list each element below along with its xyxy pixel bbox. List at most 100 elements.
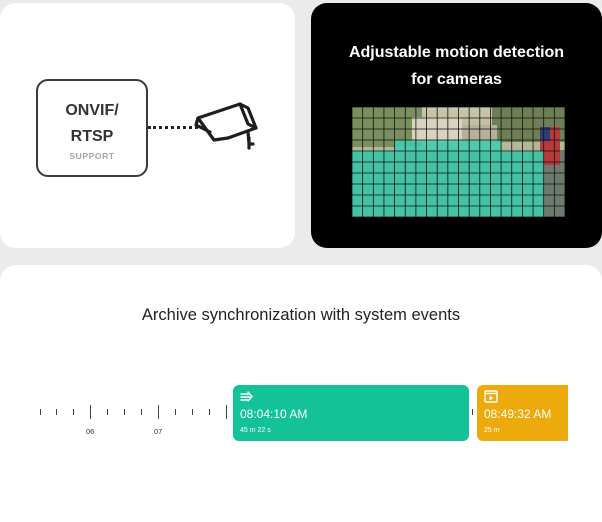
motion-grid-cell-active[interactable] <box>533 151 544 162</box>
motion-grid-cell-active[interactable] <box>426 151 438 162</box>
motion-grid-cell-active[interactable] <box>458 173 470 184</box>
motion-grid-cell-active[interactable] <box>511 162 523 173</box>
motion-grid-cell-active[interactable] <box>479 206 491 217</box>
motion-grid-cell-active[interactable] <box>490 162 502 173</box>
motion-grid-cell-active[interactable] <box>394 184 406 195</box>
event-recording-segment[interactable]: 08:49:32 AM 25 m <box>477 385 568 441</box>
motion-grid-cell-active[interactable] <box>394 195 406 206</box>
motion-grid-cell-active[interactable] <box>362 206 374 217</box>
motion-grid-cell-active[interactable] <box>479 173 491 184</box>
motion-grid-cell-active[interactable] <box>490 173 502 184</box>
motion-grid-cell-active[interactable] <box>383 173 395 184</box>
motion-grid-cell-active[interactable] <box>479 151 491 162</box>
motion-grid-cell-active[interactable] <box>458 206 470 217</box>
motion-grid-cell-active[interactable] <box>501 195 512 206</box>
motion-grid-cell-active[interactable] <box>458 184 470 195</box>
motion-grid-cell-active[interactable] <box>383 162 395 173</box>
motion-grid-cell-active[interactable] <box>469 206 480 217</box>
motion-grid-cell-active[interactable] <box>533 173 544 184</box>
motion-grid-cell-active[interactable] <box>437 151 448 162</box>
motion-grid-cell-active[interactable] <box>458 162 470 173</box>
motion-grid-cell-active[interactable] <box>415 173 427 184</box>
motion-grid-cell-active[interactable] <box>352 151 363 162</box>
motion-grid-cell-active[interactable] <box>352 173 363 184</box>
motion-grid-cell-active[interactable] <box>415 151 427 162</box>
motion-grid-cell-active[interactable] <box>415 195 427 206</box>
motion-grid-cell-active[interactable] <box>394 140 406 151</box>
motion-grid-cell-active[interactable] <box>352 184 363 195</box>
motion-grid-cell-active[interactable] <box>447 206 459 217</box>
motion-grid-cell-active[interactable] <box>501 162 512 173</box>
motion-grid-cell-active[interactable] <box>447 184 459 195</box>
motion-grid-cell-active[interactable] <box>469 173 480 184</box>
motion-grid-cell-active[interactable] <box>383 206 395 217</box>
motion-grid-cell-active[interactable] <box>458 151 470 162</box>
motion-grid-cell-active[interactable] <box>522 206 534 217</box>
motion-grid-cell-active[interactable] <box>511 195 523 206</box>
motion-grid-cell-active[interactable] <box>501 151 512 162</box>
motion-grid-cell-active[interactable] <box>426 173 438 184</box>
motion-grid-cell-active[interactable] <box>533 195 544 206</box>
motion-grid-cell-active[interactable] <box>405 173 416 184</box>
motion-grid-cell-active[interactable] <box>405 140 416 151</box>
motion-grid-cell-active[interactable] <box>447 195 459 206</box>
motion-grid-cell-active[interactable] <box>426 206 438 217</box>
motion-grid-cell-active[interactable] <box>490 140 502 151</box>
motion-grid-cell-active[interactable] <box>511 184 523 195</box>
motion-grid-cell-active[interactable] <box>405 195 416 206</box>
motion-grid-cell-active[interactable] <box>447 151 459 162</box>
motion-grid-cell-active[interactable] <box>479 195 491 206</box>
motion-grid-cell-active[interactable] <box>426 184 438 195</box>
motion-grid-cell-active[interactable] <box>501 206 512 217</box>
motion-grid-cell-active[interactable] <box>437 184 448 195</box>
motion-grid-cell-active[interactable] <box>352 162 363 173</box>
motion-grid-cell-active[interactable] <box>373 195 384 206</box>
motion-grid-cell-active[interactable] <box>447 162 459 173</box>
motion-grid-cell-active[interactable] <box>501 173 512 184</box>
motion-grid-cell-active[interactable] <box>479 162 491 173</box>
motion-grid-cell-active[interactable] <box>437 206 448 217</box>
motion-grid-cell-active[interactable] <box>533 184 544 195</box>
motion-grid-cell-active[interactable] <box>405 206 416 217</box>
motion-grid-cell-active[interactable] <box>437 140 448 151</box>
motion-grid-cell-active[interactable] <box>522 173 534 184</box>
motion-grid-cell-active[interactable] <box>490 151 502 162</box>
motion-grid-cell-active[interactable] <box>426 195 438 206</box>
motion-grid-cell-active[interactable] <box>394 162 406 173</box>
motion-grid-cell-active[interactable] <box>394 173 406 184</box>
motion-grid-cell-active[interactable] <box>373 206 384 217</box>
motion-grid-cell-active[interactable] <box>479 184 491 195</box>
motion-grid-cell-active[interactable] <box>437 195 448 206</box>
motion-grid-cell-active[interactable] <box>522 184 534 195</box>
motion-grid-cell-active[interactable] <box>533 162 544 173</box>
motion-grid-cell-active[interactable] <box>522 162 534 173</box>
motion-grid-cell-active[interactable] <box>373 162 384 173</box>
motion-grid-cell-active[interactable] <box>469 184 480 195</box>
motion-grid-cell-active[interactable] <box>511 173 523 184</box>
motion-grid-cell-active[interactable] <box>415 206 427 217</box>
motion-grid-cell-active[interactable] <box>415 184 427 195</box>
motion-grid-cell-active[interactable] <box>511 206 523 217</box>
motion-grid-cell-active[interactable] <box>362 173 374 184</box>
motion-grid-cell-active[interactable] <box>383 195 395 206</box>
motion-grid-cell-active[interactable] <box>415 140 427 151</box>
motion-grid-cell-active[interactable] <box>362 184 374 195</box>
motion-grid-cell-active[interactable] <box>533 206 544 217</box>
motion-grid-cell-active[interactable] <box>437 162 448 173</box>
motion-grid-cell-active[interactable] <box>405 151 416 162</box>
motion-grid-cell-active[interactable] <box>522 195 534 206</box>
motion-grid-cell-active[interactable] <box>490 195 502 206</box>
motion-grid-cell-active[interactable] <box>394 151 406 162</box>
motion-grid-cell-active[interactable] <box>522 151 534 162</box>
motion-grid-cell-active[interactable] <box>352 195 363 206</box>
motion-grid-cell-active[interactable] <box>469 162 480 173</box>
motion-grid-cell-active[interactable] <box>352 206 363 217</box>
motion-grid-cell-active[interactable] <box>479 140 491 151</box>
motion-grid-cell-active[interactable] <box>383 151 395 162</box>
motion-grid-cell-active[interactable] <box>405 162 416 173</box>
motion-grid-cell-active[interactable] <box>469 140 480 151</box>
motion-grid-cell-active[interactable] <box>394 206 406 217</box>
motion-grid-cell-active[interactable] <box>405 184 416 195</box>
motion-grid-cell-active[interactable] <box>383 184 395 195</box>
motion-grid-cell-active[interactable] <box>447 140 459 151</box>
